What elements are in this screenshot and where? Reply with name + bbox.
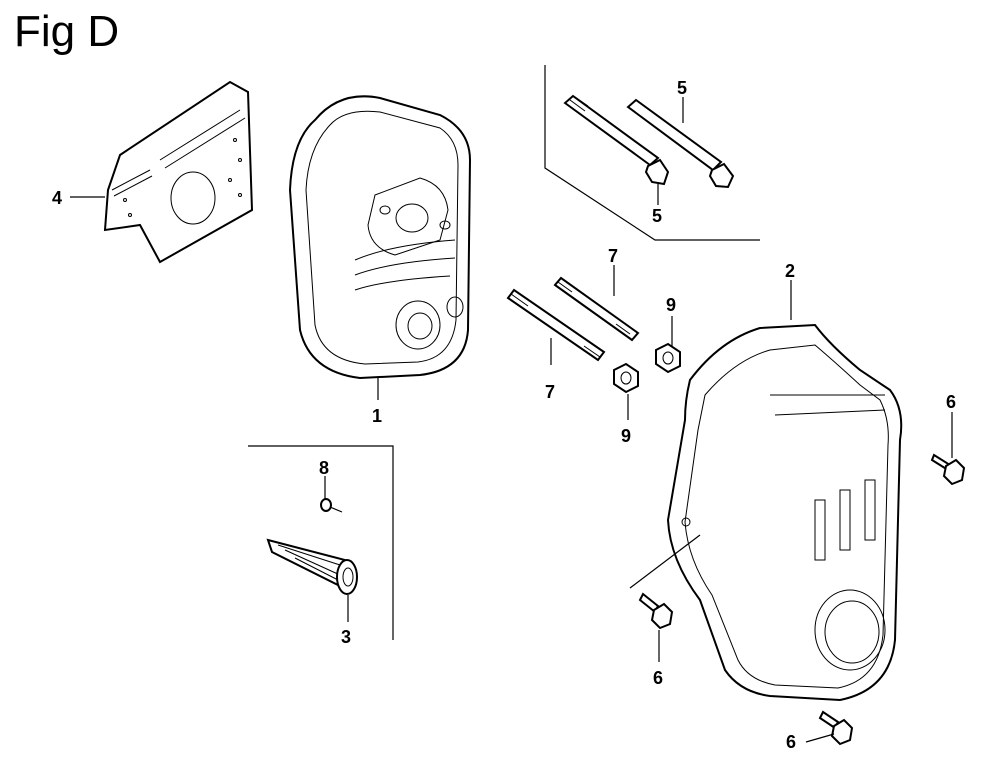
- part-4-heat-shield: [103, 80, 254, 264]
- leader-lines: [70, 65, 953, 743]
- part-9-nuts: [613, 342, 681, 394]
- callout-7-lower: 7: [545, 382, 555, 402]
- callout-2: 2: [785, 261, 795, 281]
- callout-1: 1: [372, 406, 382, 426]
- callout-8: 8: [319, 458, 329, 478]
- callout-9-upper: 9: [666, 295, 676, 315]
- callout-5-lower: 5: [652, 206, 662, 226]
- figure-title: Fig D: [14, 7, 120, 56]
- part-3-spark-arrester: [266, 538, 358, 595]
- callout-6-bottom: 6: [786, 732, 796, 752]
- callout-5-upper: 5: [677, 78, 687, 98]
- part-8-screw: [320, 498, 343, 513]
- callout-3: 3: [341, 627, 351, 647]
- part-6-screws: [638, 453, 966, 746]
- callout-7-upper: 7: [608, 246, 618, 266]
- callout-4: 4: [52, 188, 62, 208]
- part-7-studs: [506, 276, 640, 362]
- callout-9-lower: 9: [621, 426, 631, 446]
- part-2-protector: [666, 323, 903, 702]
- callout-6-right: 6: [946, 392, 956, 412]
- part-1-muffler: [288, 95, 472, 380]
- callout-6-left: 6: [653, 668, 663, 688]
- part-5-bolts: [563, 94, 735, 189]
